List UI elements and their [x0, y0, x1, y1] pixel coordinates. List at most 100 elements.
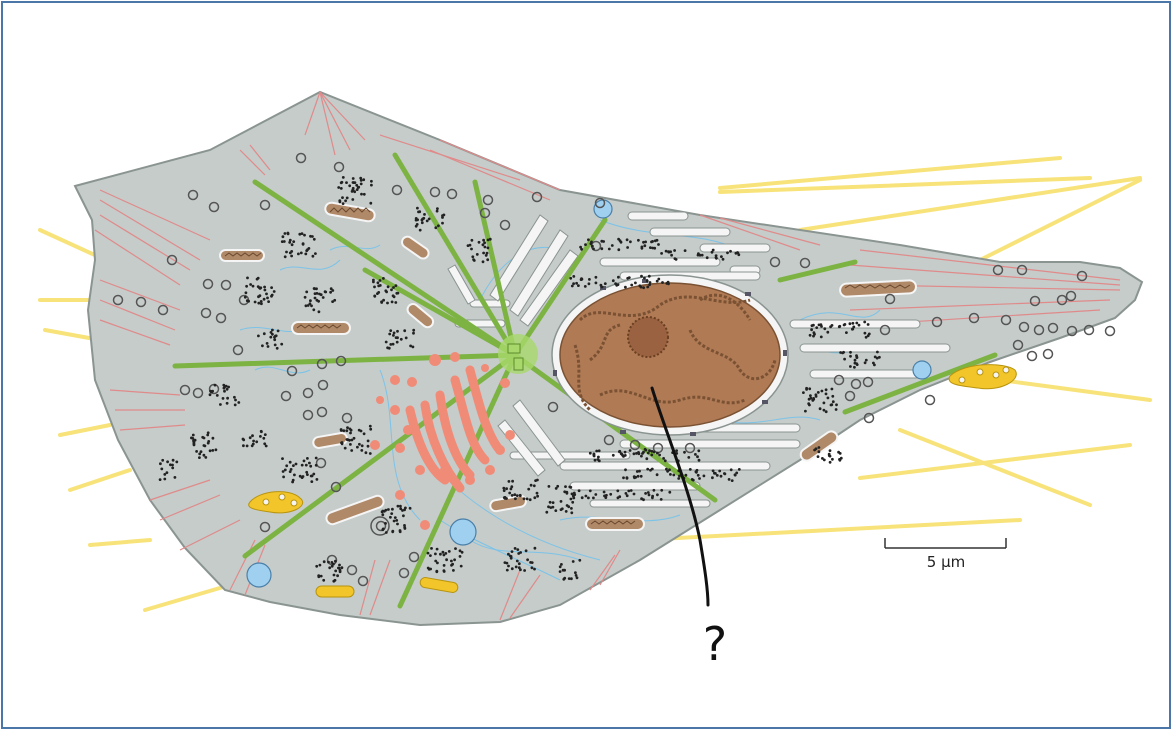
ribosome	[441, 550, 445, 554]
ribosome	[191, 436, 195, 440]
ribosome	[547, 505, 550, 509]
vesicle	[357, 575, 369, 587]
ribosome	[392, 519, 396, 523]
ribosome	[306, 248, 309, 252]
ribosome	[166, 460, 170, 464]
ribosome	[334, 569, 338, 573]
ribosome	[804, 409, 807, 413]
ribosome	[290, 243, 294, 247]
vesicle	[1065, 290, 1077, 302]
ribosome	[841, 351, 844, 355]
ribosome	[234, 398, 237, 402]
ribosome	[616, 496, 620, 500]
ribosome	[329, 287, 333, 291]
ribosome	[721, 257, 725, 261]
peroxisomes	[246, 199, 932, 588]
ribosome	[502, 486, 506, 490]
ribosome	[648, 283, 651, 287]
ribosome	[285, 250, 288, 254]
ribosome	[370, 179, 373, 183]
ribosome	[206, 433, 210, 437]
mitochondria	[219, 201, 917, 531]
ribosome	[554, 487, 558, 490]
ribosome	[202, 444, 206, 447]
ribosome	[807, 397, 811, 401]
ribosome	[390, 300, 394, 304]
vesicles	[112, 152, 1116, 587]
ribosome	[418, 228, 422, 232]
vesicle	[330, 481, 342, 493]
ribosome	[853, 365, 856, 369]
ribosome	[416, 206, 419, 210]
vesicle	[280, 390, 292, 402]
ribosome	[263, 442, 267, 446]
ribosome	[638, 469, 641, 473]
ribosome	[404, 336, 408, 340]
ribosome	[664, 249, 668, 253]
vesicle	[879, 324, 891, 336]
ribosome	[383, 509, 386, 513]
ribosome	[425, 219, 429, 223]
ribosome	[570, 284, 574, 288]
ribosome	[242, 438, 246, 442]
ribosome	[624, 468, 627, 472]
centriole	[507, 343, 521, 354]
vesicle	[884, 293, 896, 305]
ribosome	[447, 550, 451, 553]
ribosome	[484, 254, 488, 257]
ribosome	[339, 428, 343, 431]
ribosome	[482, 238, 485, 242]
chromatin	[573, 293, 777, 412]
ribosome	[609, 492, 613, 496]
ribosome	[288, 460, 292, 464]
ribosome	[632, 492, 636, 496]
ribosome	[505, 568, 509, 572]
ribosome	[572, 496, 576, 500]
ribosome	[574, 574, 578, 577]
ribosome	[384, 289, 388, 293]
ribosome	[811, 399, 815, 402]
ribosome	[269, 331, 273, 334]
ribosome	[250, 444, 254, 448]
ribosome	[600, 285, 604, 289]
ribosome	[617, 248, 621, 252]
ribosome	[401, 509, 404, 512]
ribosome	[359, 176, 363, 180]
ribosome	[639, 474, 643, 478]
ribosome	[391, 530, 395, 534]
ribosome	[863, 320, 867, 324]
ribosome	[603, 282, 607, 285]
ribosome	[439, 552, 442, 556]
ribosome	[329, 290, 332, 294]
ribosome	[619, 452, 623, 456]
ribosome	[412, 331, 415, 335]
ribosome	[505, 487, 508, 491]
vesicle	[200, 307, 212, 319]
ribosome	[352, 181, 356, 185]
vesicle	[335, 355, 347, 367]
ribosome	[652, 488, 656, 492]
ribosome	[643, 447, 647, 451]
ribosome	[430, 547, 433, 550]
vesicle	[232, 344, 244, 356]
ribosome	[587, 282, 591, 286]
ribosome	[359, 182, 363, 186]
ribosome	[260, 302, 263, 306]
ribosome	[459, 564, 463, 568]
ribosome	[366, 444, 370, 448]
ribosome	[873, 355, 877, 359]
vesicle	[391, 184, 403, 196]
ribosome	[584, 243, 587, 247]
ribosome	[851, 321, 855, 325]
vesicle	[166, 254, 178, 266]
ribosome	[215, 394, 219, 397]
ribosome	[508, 554, 512, 558]
ribosome	[389, 515, 392, 519]
ribosome	[392, 331, 396, 335]
ribosome	[297, 252, 300, 256]
ribosome	[570, 577, 573, 581]
ribosome	[288, 238, 292, 242]
ribosome	[223, 389, 226, 393]
ribosome	[362, 432, 366, 436]
